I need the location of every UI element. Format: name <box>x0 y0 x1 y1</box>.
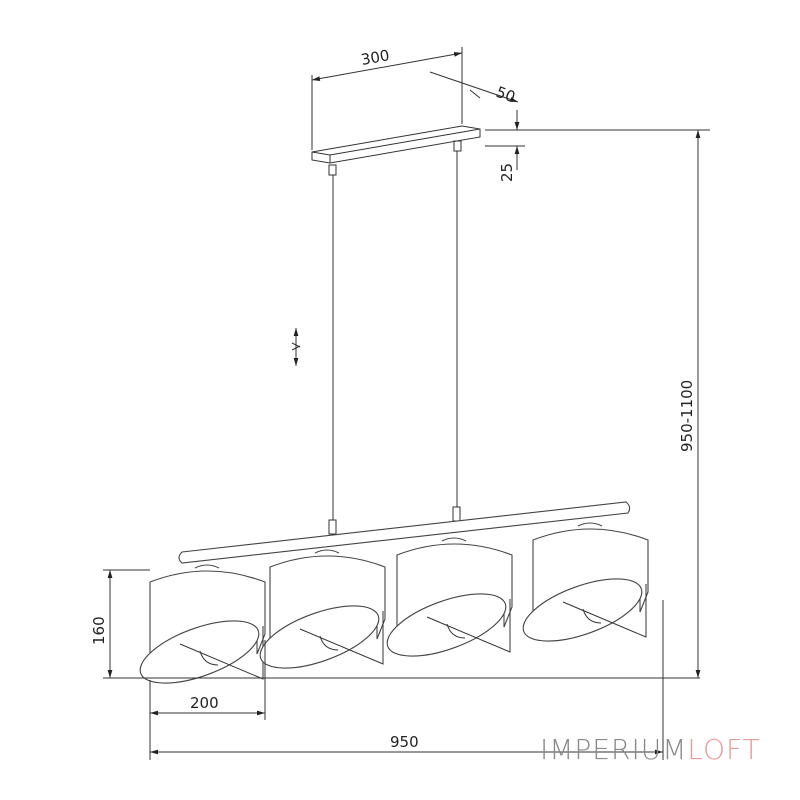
dim-canopy-length: 300 <box>360 46 391 69</box>
dim-canopy-height: 25 <box>498 163 516 182</box>
dim-total-height: 950-1100 <box>678 380 696 452</box>
dim-total-length: 950 <box>390 733 419 751</box>
dim-shade-diameter: 200 <box>190 694 219 712</box>
lamp-shade <box>386 537 513 657</box>
lamp-bar <box>178 501 631 564</box>
dimension-line-50 <box>429 71 519 103</box>
logo-part2: LOFT <box>687 733 761 766</box>
dim-shade-height: 160 <box>90 616 108 645</box>
logo: IMPERIUMLOFT <box>540 733 761 766</box>
dim-canopy-width: 50 <box>494 83 518 106</box>
lamp-shade <box>522 522 649 642</box>
shades <box>139 522 649 684</box>
lamp-shade <box>259 549 386 669</box>
dimension-line-300 <box>311 52 463 81</box>
lamp-shade <box>139 564 266 684</box>
logo-part1: IMPERIUM <box>540 733 688 766</box>
height-adjust-icon <box>291 328 301 366</box>
canopy <box>311 125 481 176</box>
